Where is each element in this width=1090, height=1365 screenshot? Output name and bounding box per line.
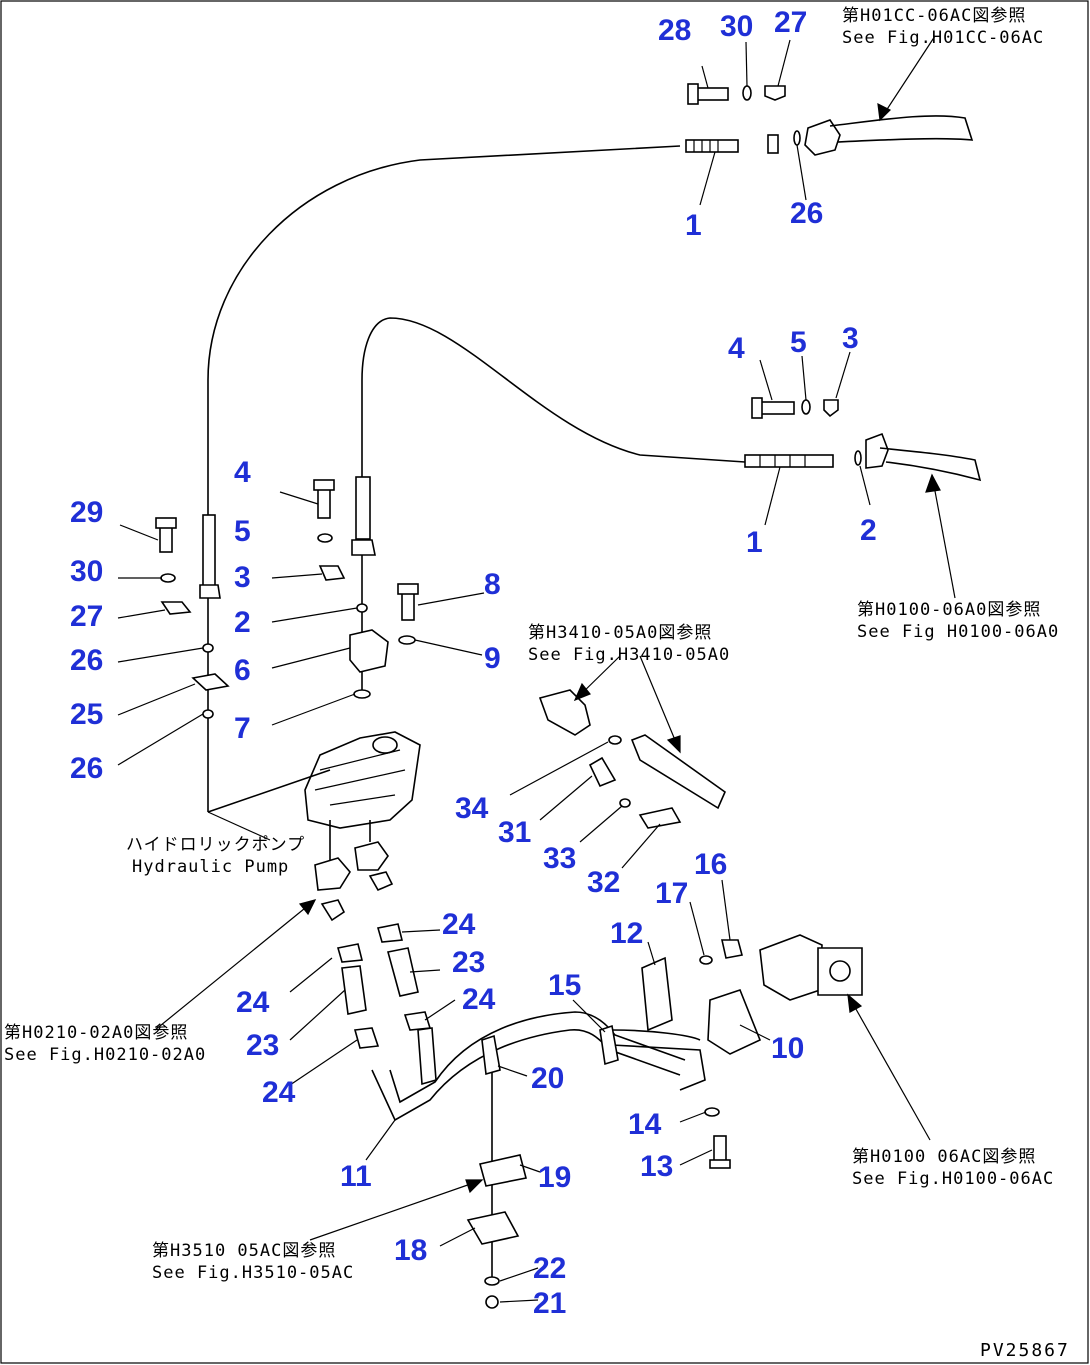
callout-22: 7	[234, 712, 251, 745]
pipe-assembly	[336, 923, 863, 1169]
callout-23: 26	[70, 752, 103, 785]
callout-40: 14	[628, 1108, 662, 1141]
callout-36: 23	[246, 1029, 279, 1062]
callout-13: 30	[70, 555, 103, 588]
callout-2: 27	[774, 6, 807, 39]
ref-note-5-en: See Fig.H0100-06AC	[852, 1169, 1054, 1189]
callout-30: 12	[610, 917, 643, 950]
callout-44: 18	[394, 1234, 427, 1267]
callout-29: 16	[694, 848, 727, 881]
callout-15: 27	[70, 600, 103, 633]
callout-24: 34	[455, 792, 489, 825]
hydraulic-pump	[207, 731, 421, 922]
hose-lower	[361, 317, 746, 482]
callout-32: 23	[452, 946, 485, 979]
bottom-clamp-column	[466, 1072, 527, 1309]
ref-note-0-jp: 第H01CC-06AC図参照	[842, 6, 1026, 26]
callout-17: 8	[484, 568, 501, 601]
ref-note-2-en: See Fig.H3410-05A0	[528, 645, 730, 665]
callout-numbers: 28 30 27 1 26 4 5 3 1 2 29 5 4 30 3 27 2…	[70, 6, 877, 1320]
ref-note-4-jp: 第H0210-02A0図参照	[4, 1023, 188, 1043]
drawing-code: PV25867	[980, 1340, 1070, 1361]
callout-39: 24	[262, 1076, 296, 1109]
callout-45: 22	[533, 1252, 566, 1285]
callout-1: 30	[720, 10, 753, 43]
ref-note-1-en: See Fig H0100-06A0	[857, 622, 1059, 642]
reference-notes: 第H01CC-06AC図参照 See Fig.H01CC-06AC 第H0100…	[4, 6, 1059, 1283]
callout-37: 10	[771, 1032, 804, 1065]
ref-note-1-jp: 第H0100-06A0図参照	[857, 600, 1041, 620]
fitting-top	[685, 83, 974, 156]
callout-34: 24	[462, 983, 496, 1016]
callout-10: 29	[70, 496, 103, 529]
callout-25: 31	[498, 816, 531, 849]
callout-7: 3	[842, 322, 859, 355]
callout-20: 9	[484, 642, 501, 675]
fitting-right	[744, 397, 982, 482]
callout-28: 17	[655, 877, 688, 910]
callout-27: 32	[587, 866, 620, 899]
callout-26: 33	[543, 842, 576, 875]
callout-46: 21	[533, 1287, 566, 1320]
callout-43: 19	[538, 1161, 571, 1194]
ref-note-3-jp: ハイドロリックポンプ	[126, 835, 305, 855]
ref-note-6-en: See Fig.H3510-05AC	[152, 1263, 354, 1283]
callout-5: 4	[728, 332, 745, 365]
callout-35: 24	[236, 986, 270, 1019]
callout-31: 24	[442, 908, 476, 941]
callout-42: 11	[340, 1160, 372, 1193]
callout-21: 25	[70, 698, 103, 731]
ref-note-4-en: See Fig.H0210-02A0	[4, 1045, 206, 1065]
reference-arrows	[154, 35, 956, 1241]
center-column-parts	[313, 476, 419, 699]
callout-11: 5	[234, 515, 251, 548]
hose-upper	[207, 145, 681, 518]
ref-note-5-jp: 第H0100 06AC図参照	[852, 1147, 1036, 1167]
callout-18: 26	[70, 644, 103, 677]
ref-note-6-jp: 第H3510 05AC図参照	[152, 1241, 336, 1261]
callout-12: 4	[234, 456, 251, 489]
left-column-parts	[155, 514, 230, 812]
callout-16: 2	[234, 606, 251, 639]
ref-note-0-en: See Fig.H01CC-06AC	[842, 28, 1044, 48]
callout-6: 5	[790, 326, 807, 359]
callout-3: 1	[685, 209, 702, 242]
callout-41: 13	[640, 1150, 673, 1183]
leader-lines	[117, 39, 871, 1303]
ref-note-2-jp: 第H3410-05A0図参照	[528, 623, 712, 643]
ref-note-3-en: Hydraulic Pump	[132, 857, 289, 877]
callout-14: 3	[234, 561, 251, 594]
callout-4: 26	[790, 197, 823, 230]
callout-0: 28	[658, 14, 691, 47]
callout-33: 15	[548, 969, 581, 1002]
callout-8: 1	[746, 526, 763, 559]
callout-19: 6	[234, 654, 251, 687]
callout-9: 2	[860, 514, 877, 547]
bracket-assembly-mid	[538, 689, 726, 829]
callout-38: 20	[531, 1062, 564, 1095]
